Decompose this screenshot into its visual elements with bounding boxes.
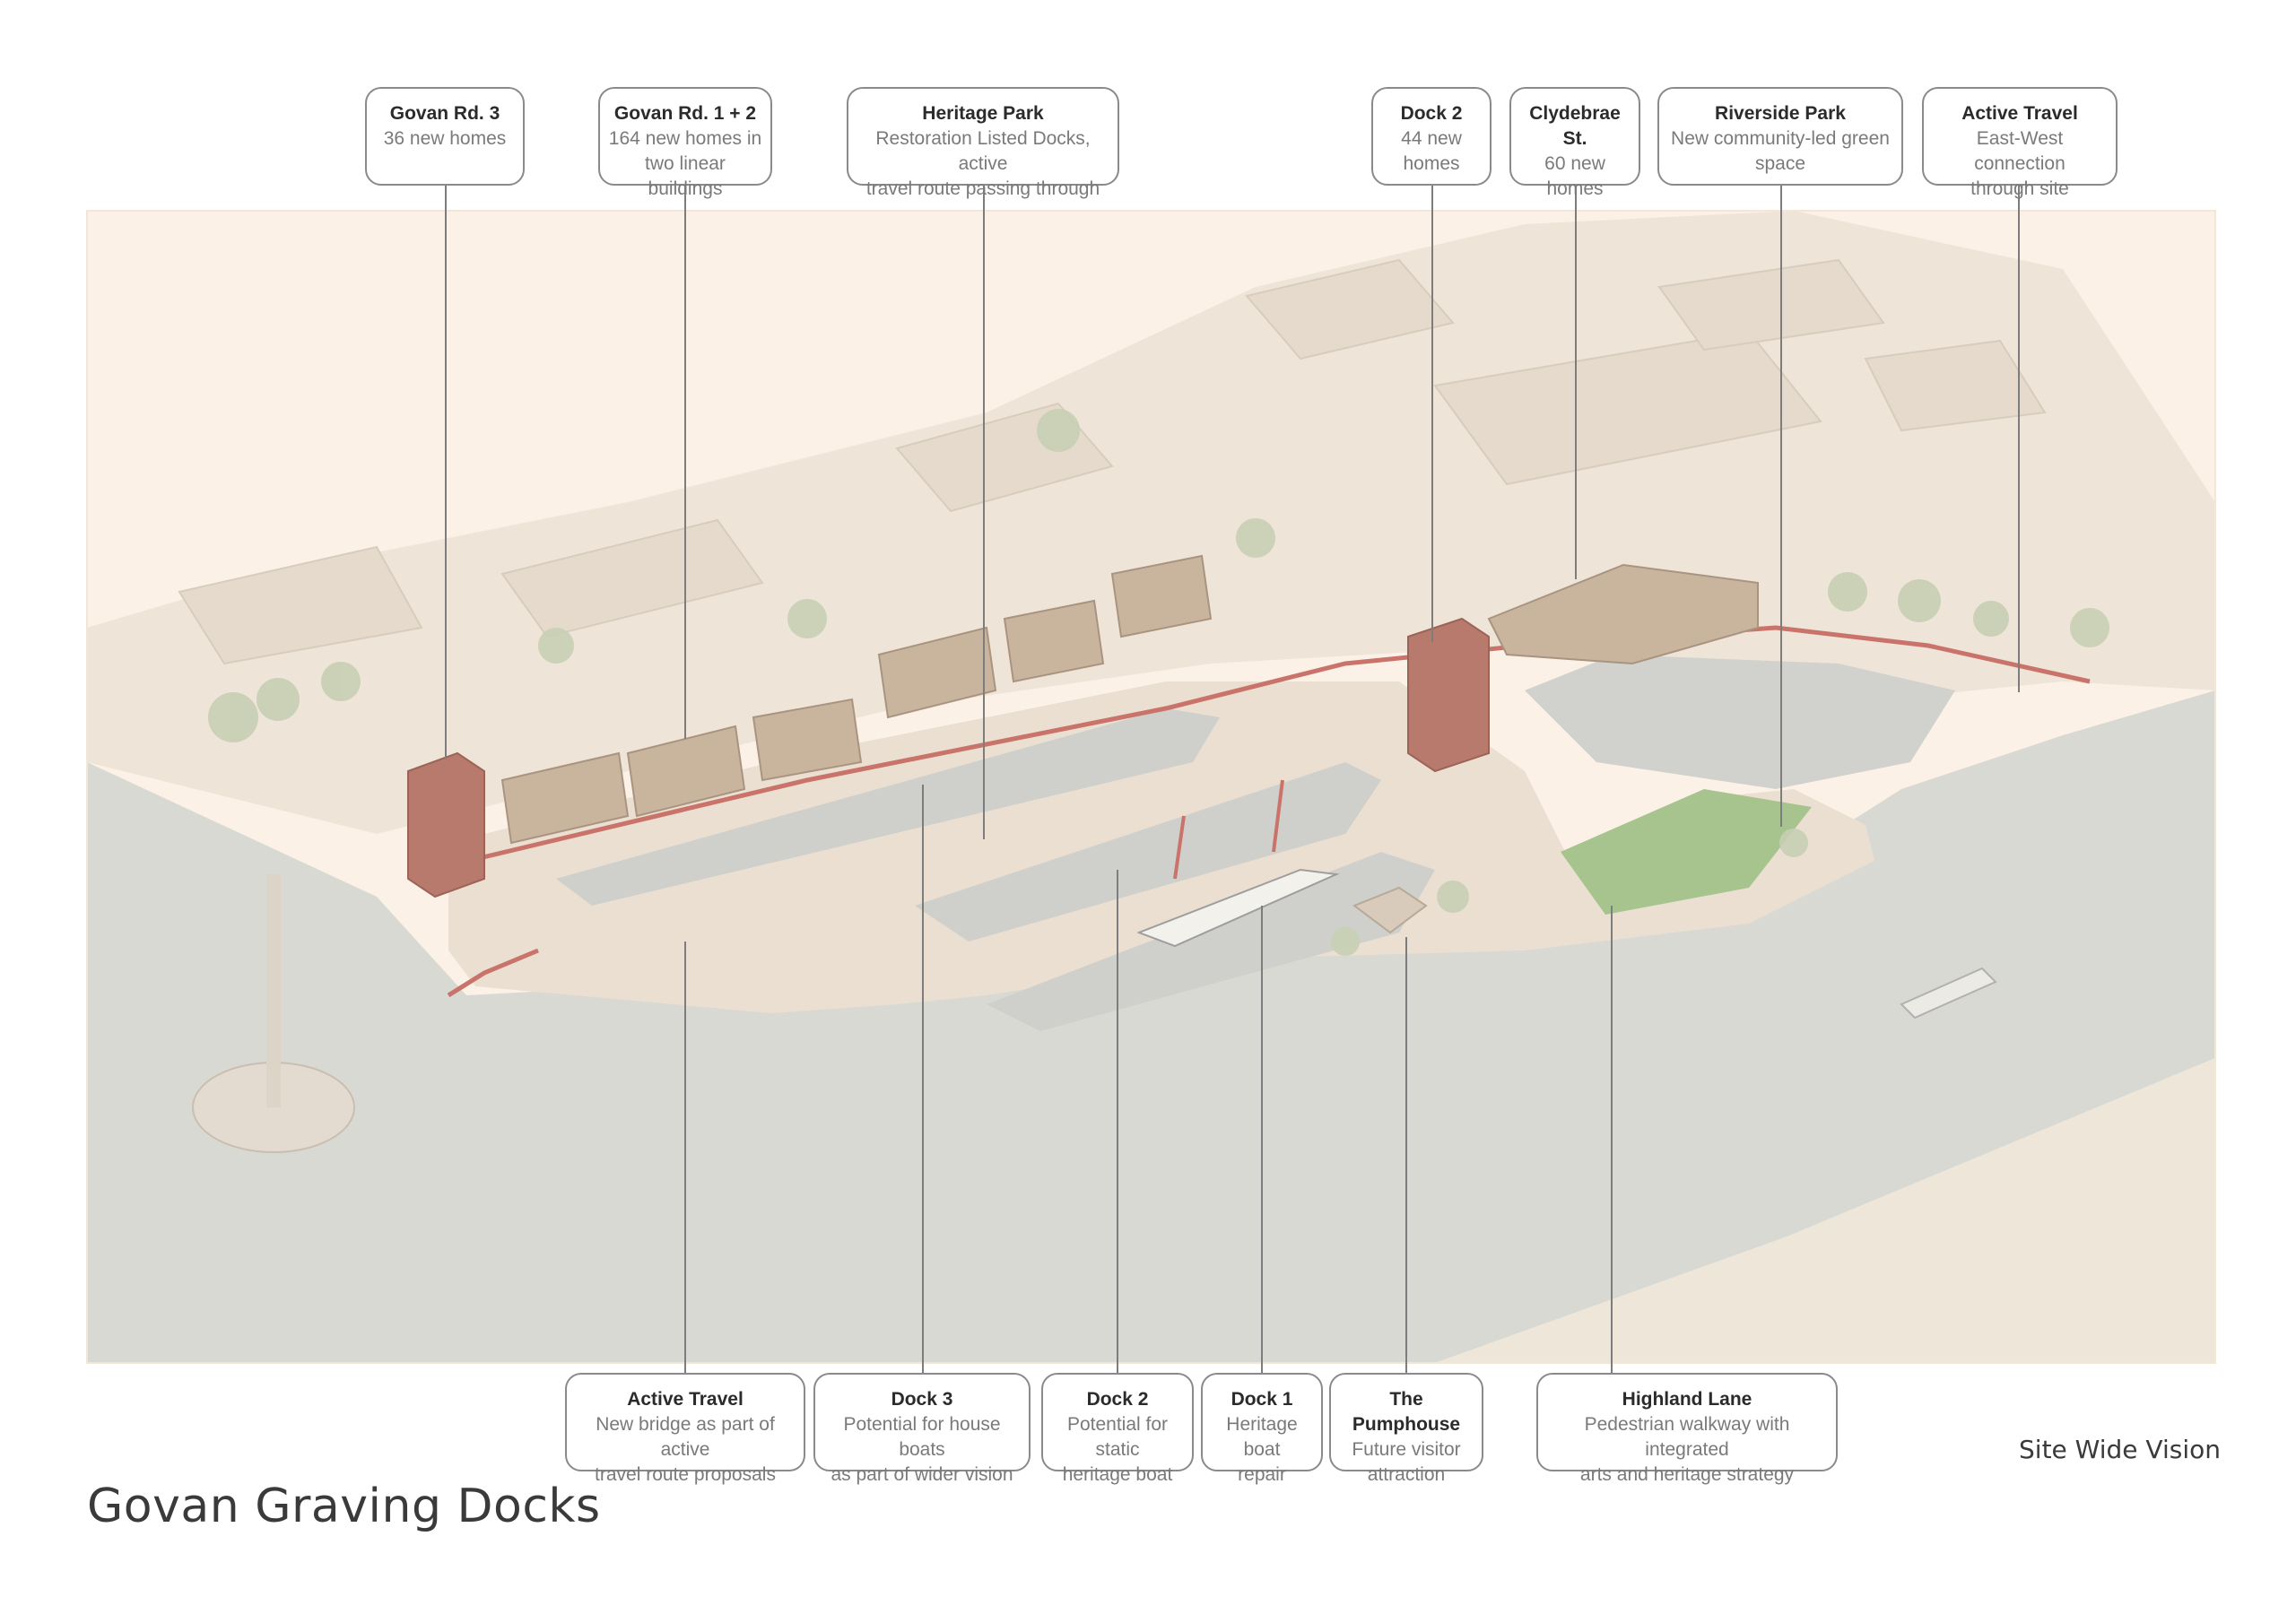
river-ferry — [1900, 967, 1997, 1020]
callout-line: 164 new homes in — [608, 128, 762, 149]
callout-line: homes — [1403, 153, 1460, 174]
callout-title: Riverside Park — [1715, 103, 1846, 124]
callout-line: attraction — [1367, 1464, 1446, 1485]
callout-title: Dock 3 — [891, 1389, 953, 1410]
leader-highland-lane — [1611, 906, 1613, 1374]
callout-title: Active Travel — [1961, 103, 2078, 124]
callout-line: Heritage boat — [1226, 1414, 1298, 1460]
leader-active-travel-east-west — [2018, 185, 2020, 692]
callout-line: Restoration Listed Docks, active — [875, 128, 1091, 174]
dock-2-basin — [915, 762, 1381, 942]
leader-govan-rd-1-2 — [684, 185, 686, 739]
leader-riverside-park — [1780, 185, 1782, 827]
callout-dock-1: Dock 1 Heritage boat repair — [1201, 1373, 1323, 1485]
tree-canopy — [208, 409, 2109, 956]
leader-heritage-park — [983, 185, 985, 839]
heritage-cranes — [1173, 779, 1284, 880]
callout-title: Dock 2 — [1086, 1389, 1149, 1410]
callout-line: heritage boat — [1062, 1464, 1173, 1485]
dock-3-basin — [556, 708, 1220, 906]
active-travel-bridge — [447, 948, 539, 998]
callout-line: New community-led green — [1671, 128, 1890, 149]
memorial-obelisk — [192, 874, 355, 1153]
callout-line: as part of wider vision — [831, 1464, 1013, 1485]
river-clyde — [87, 690, 2215, 1363]
callout-dock-3: Dock 3 Potential for house boats as part… — [813, 1373, 1031, 1485]
callout-line: Pedestrian walkway with integrated — [1584, 1414, 1790, 1460]
context-buildings — [178, 258, 2047, 665]
callout-line: repair — [1238, 1464, 1286, 1485]
callout-active-travel-east-west: Active Travel East-West connection throu… — [1922, 87, 2118, 199]
callout-active-travel-bridge: Active Travel New bridge as part of acti… — [565, 1373, 805, 1485]
callout-line: two linear buildings — [645, 153, 726, 199]
callout-title: Clydebrae St. — [1529, 103, 1621, 149]
riverside-park-lawn — [1561, 789, 1812, 915]
leader-dock-2 — [1117, 870, 1118, 1374]
callout-line: 60 new homes — [1544, 153, 1605, 199]
callout-heritage-park: Heritage Park Restoration Listed Docks, … — [847, 87, 1119, 199]
callout-line: Future visitor — [1352, 1439, 1461, 1460]
page-title: Govan Graving Docks — [87, 1480, 601, 1533]
callout-line: space — [1754, 153, 1806, 174]
callout-clydebrae-st: Clydebrae St. 60 new homes — [1509, 87, 1640, 199]
callout-highland-lane: Highland Lane Pedestrian walkway with in… — [1536, 1373, 1838, 1485]
callout-dock-2: Dock 2 Potential for static heritage boa… — [1041, 1373, 1194, 1485]
leader-dock-1 — [1261, 906, 1263, 1374]
callout-title: The Pumphouse — [1352, 1389, 1461, 1435]
heritage-boat — [1136, 868, 1340, 948]
callout-pumphouse: The Pumphouse Future visitor attraction — [1329, 1373, 1483, 1485]
callout-line: 44 new — [1401, 128, 1462, 149]
callout-line: arts and heritage strategy — [1579, 1464, 1795, 1485]
callout-line: 36 new homes — [383, 128, 507, 149]
govan-road-new-homes — [500, 554, 1213, 845]
callout-govan-rd-1-2: Govan Rd. 1 + 2 164 new homes in two lin… — [598, 87, 772, 199]
leader-pumphouse — [1405, 937, 1407, 1374]
callout-dock-2-homes: Dock 2 44 new homes — [1371, 87, 1492, 186]
clydebrae-new-homes — [1487, 563, 1759, 665]
callout-line: travel route proposals — [595, 1464, 776, 1485]
callout-line: Potential for house boats — [843, 1414, 1001, 1460]
pumphouse-building — [1352, 886, 1428, 934]
callout-title: Govan Rd. 3 — [389, 103, 500, 124]
callout-title: Heritage Park — [922, 103, 1044, 124]
callout-line: Potential for static — [1066, 1414, 1169, 1460]
residential-towers — [407, 617, 1490, 898]
leader-dock-2-homes — [1431, 185, 1433, 642]
leader-dock-3 — [922, 785, 924, 1374]
callout-title: Highland Lane — [1622, 1389, 1752, 1410]
sheet-label: Site Wide Vision — [2019, 1435, 2221, 1464]
callout-line: New bridge as part of active — [596, 1414, 775, 1460]
callout-govan-rd-3: Govan Rd. 3 36 new homes — [365, 87, 525, 186]
callout-title: Active Travel — [627, 1389, 744, 1410]
callout-title: Dock 2 — [1400, 103, 1463, 124]
leader-govan-rd-3 — [445, 185, 447, 759]
drawing-frame — [86, 210, 2216, 1364]
callout-riverside-park: Riverside Park New community-led green s… — [1657, 87, 1903, 186]
callout-line: through site — [1970, 178, 2069, 199]
callout-title: Dock 1 — [1231, 1389, 1293, 1410]
riverside-basin — [1525, 655, 1955, 789]
leader-clydebrae-st — [1575, 185, 1577, 579]
leader-active-travel-bridge — [684, 942, 686, 1374]
south-bank-quay — [1435, 1058, 2215, 1363]
dock-1-basin — [987, 852, 1435, 1031]
callout-title: Govan Rd. 1 + 2 — [613, 103, 757, 124]
callout-line: travel route passing through — [865, 178, 1100, 199]
callout-line: East-West connection — [1974, 128, 2066, 174]
